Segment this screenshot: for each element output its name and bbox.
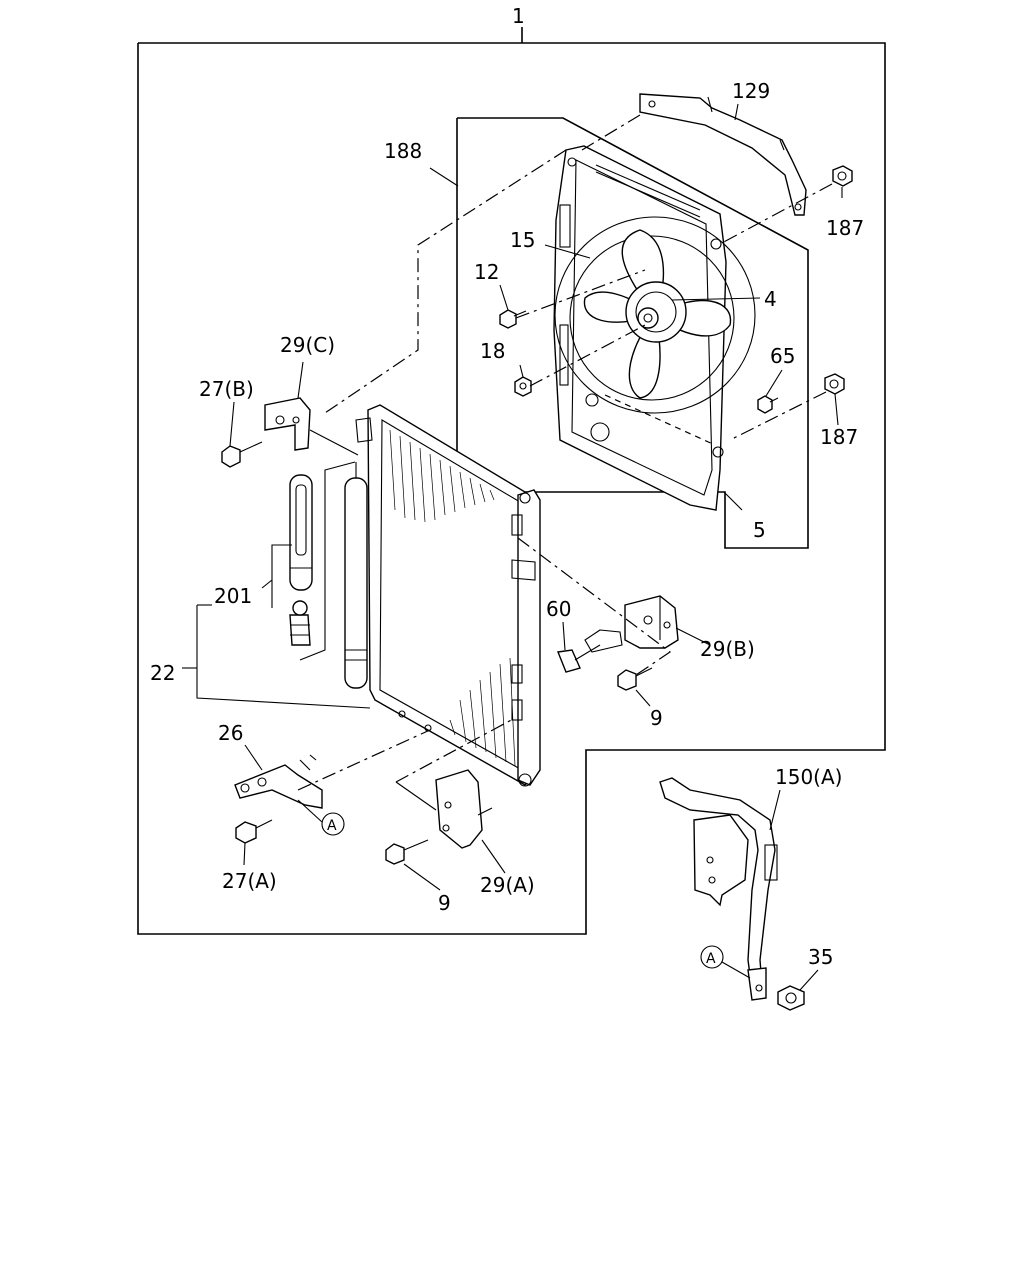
nut-35 [777,985,805,1011]
bracket-29a [435,769,493,849]
bolt-27b [221,441,263,468]
nut-187-upper [832,165,853,187]
upper-bracket [639,93,807,216]
marker-a-1: A [327,818,337,834]
callout-60: 60 [546,597,571,621]
condenser [355,404,541,787]
centerline-18 [529,324,646,387]
bracket-26 [234,754,323,809]
callout-1: 1 [512,4,525,28]
callout-27b: 27(B) [199,377,254,401]
centerline-187b [729,391,827,441]
callout-9-lower: 9 [438,891,451,915]
callout-26: 26 [218,721,243,745]
callout-4: 4 [764,287,777,311]
bracket-201 [271,544,292,608]
bolt-12 [499,309,527,329]
hidden-line-shroud [604,394,716,446]
centerline-187a [719,183,833,245]
marker-a-2: A [706,951,716,967]
callout-12: 12 [474,260,499,284]
leader-29a-bracket [395,781,437,811]
callout-29b: 29(B) [700,637,755,661]
callout-22: 22 [150,661,175,685]
callout-5: 5 [753,518,766,542]
callout-150a: 150(A) [775,765,842,789]
bolt-9-lower [385,839,429,865]
bolt-27a [235,819,273,844]
bracket-201-lower [299,461,356,661]
centerline-188 [321,149,567,416]
centerline-29a [395,717,516,783]
hose-150a [659,777,778,1001]
callout-188: 188 [384,139,422,163]
desiccant-201 [289,474,313,646]
bracket-29b [624,595,679,649]
leader-29c-bracket [309,429,359,456]
centerline-29b [517,537,672,676]
callout-201: 201 [214,584,252,608]
callout-187-lower: 187 [820,425,858,449]
bolt-9-upper [617,667,653,691]
centerline-26 [297,729,431,791]
callout-187-upper: 187 [826,216,864,240]
callout-29c: 29(C) [280,333,335,357]
callout-18: 18 [480,339,505,363]
bolt-65 [757,395,779,414]
callout-27a: 27(A) [222,869,277,893]
callout-15: 15 [510,228,535,252]
callout-35: 35 [808,945,833,969]
nut-18 [514,376,532,397]
centerline-12 [515,269,646,319]
callout-65: 65 [770,344,795,368]
marker-a-circle-1 [321,812,345,836]
marker-a-circle-2 [700,945,724,969]
nut-187-lower [824,373,845,395]
receiver-drier [344,462,368,689]
assembly-outline [137,42,886,935]
callout-129: 129 [732,79,770,103]
leader-22-bracket [196,605,371,709]
centerline-129 [581,114,641,151]
callout-9-upper: 9 [650,706,663,730]
callout-29a: 29(A) [480,873,535,897]
clip-60 [557,629,623,673]
leader-lines [182,103,843,991]
fan-motor [625,281,687,343]
bracket-29c [264,397,311,451]
